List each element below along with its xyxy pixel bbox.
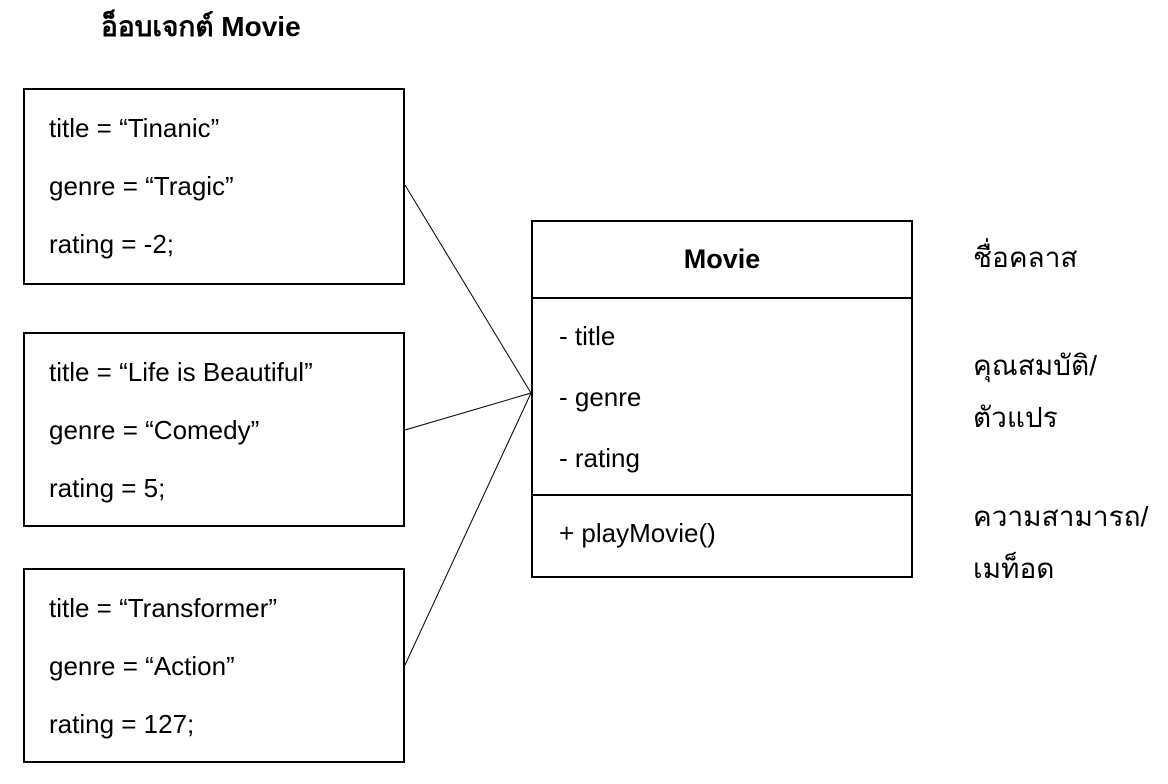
object-box-tinanic: title = “Tinanic” genre = “Tragic” ratin… xyxy=(23,88,405,285)
class-attribute-rating: - rating xyxy=(559,443,640,473)
object-rating-line: rating = 5; xyxy=(49,473,166,503)
class-method-playmovie: + playMovie() xyxy=(559,518,716,548)
object-box-life-is-beautiful: title = “Life is Beautiful” genre = “Com… xyxy=(23,332,405,527)
object-title-line: title = “Life is Beautiful” xyxy=(49,357,313,387)
object-title-line: title = “Tinanic” xyxy=(49,113,220,143)
connector-line-tinanic xyxy=(404,184,532,394)
annotation-methods-line2: เมท็อด xyxy=(973,553,1055,584)
annotation-attributes-line1: คุณสมบัติ/ xyxy=(973,350,1097,381)
class-attribute-genre: - genre xyxy=(559,382,642,412)
object-genre-line: genre = “Tragic” xyxy=(49,171,234,201)
class-name: Movie xyxy=(683,244,761,274)
object-genre-line: genre = “Action” xyxy=(49,651,235,681)
class-attributes-section: - title - genre - rating xyxy=(533,297,911,494)
annotation-methods: ความสามารถ/ เมท็อด xyxy=(973,491,1148,595)
connector-line-transformer xyxy=(404,392,532,666)
class-methods-section: + playMovie() xyxy=(533,494,911,576)
annotation-class-name: ชื่อคลาส xyxy=(973,242,1078,273)
object-genre-line: genre = “Comedy” xyxy=(49,415,260,445)
annotation-attributes: คุณสมบัติ/ ตัวแปร xyxy=(973,340,1097,444)
object-box-transformer: title = “Transformer” genre = “Action” r… xyxy=(23,568,405,763)
class-attribute-title: - title xyxy=(559,321,616,351)
object-title-line: title = “Transformer” xyxy=(49,593,278,623)
annotation-attributes-line2: ตัวแปร xyxy=(973,402,1058,433)
annotation-methods-line1: ความสามารถ/ xyxy=(973,501,1149,532)
class-box-movie: Movie - title - genre - rating + playMov… xyxy=(531,220,913,578)
object-rating-line: rating = 127; xyxy=(49,709,195,739)
connector-line-life-is-beautiful xyxy=(404,392,532,431)
page-title: อ็อบเจกต์ Movie xyxy=(101,11,301,42)
object-rating-line: rating = -2; xyxy=(49,229,175,259)
